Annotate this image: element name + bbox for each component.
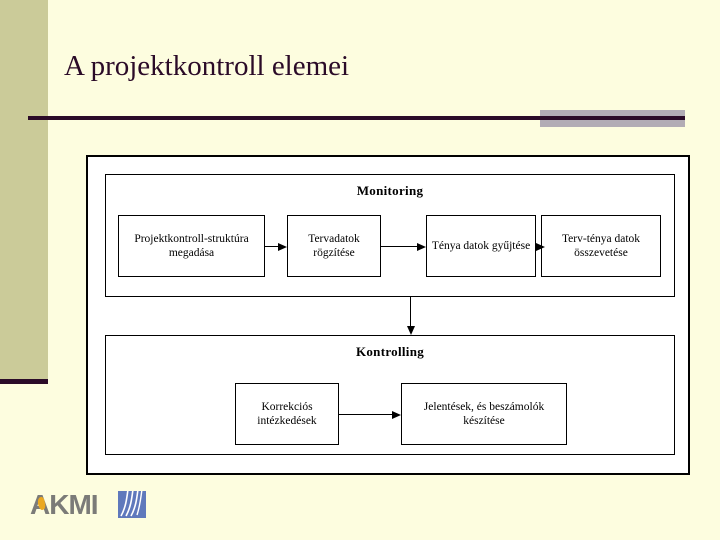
group-monitoring-label: Monitoring [356, 183, 424, 198]
arrow-down-icon [406, 297, 415, 335]
arrow-head [536, 242, 545, 251]
arrow-right-icon [381, 242, 426, 251]
group-kontrolling-label: Kontrolling [355, 344, 425, 359]
node-label: Jelentések, és beszámolók készítése [423, 401, 545, 427]
arrow-right-icon [339, 410, 401, 419]
group-kontrolling: Kontrolling [105, 335, 675, 455]
slide-title: A projektkontroll elemei [64, 50, 350, 82]
node-korrekcios-intezkedesek[interactable]: Korrekciós intézkedések [235, 383, 339, 445]
node-label: Korrekciós intézkedések [257, 401, 317, 427]
title-underline-rule [28, 116, 685, 120]
arrow-shaft [381, 245, 417, 248]
node-label: Terv-ténya datok összevetése [561, 233, 641, 259]
node-jelentesek-beszamolok[interactable]: Jelentések, és beszámolók készítése [401, 383, 567, 445]
node-terv-tenyadatok-osszevetese[interactable]: Terv-ténya datok összevetése [541, 215, 661, 277]
node-tervadatok-rogzitese[interactable]: Tervadatok rögzítése [287, 215, 381, 277]
node-label: Tervadatok rögzítése [308, 233, 360, 259]
arrow-shaft [265, 245, 278, 248]
node-label: Ténya datok gyűjtése [431, 240, 531, 252]
arrow-shaft [339, 413, 392, 416]
node-label: Projektkontroll-struktúra megadása [134, 233, 249, 259]
arrow-head [392, 410, 401, 419]
arrow-head [278, 242, 287, 251]
node-tenyadatok-gyujtese[interactable]: Ténya datok gyűjtése [426, 215, 536, 277]
arrow-head [406, 326, 415, 335]
akmi-logo: AKMI [30, 488, 150, 526]
arrow-right-icon [265, 242, 287, 251]
arrow-head [417, 242, 426, 251]
project-control-diagram: Monitoring Projektkontroll-struktúra meg… [86, 155, 690, 475]
arrow-shaft [409, 297, 412, 326]
slide-sidebar-band [0, 0, 48, 379]
akmi-logo-mark-icon [118, 491, 146, 518]
arrow-right-icon [536, 242, 545, 251]
node-projektkontroll-struktura[interactable]: Projektkontroll-struktúra megadása [118, 215, 265, 277]
slide-sidebar-rule [0, 379, 48, 384]
